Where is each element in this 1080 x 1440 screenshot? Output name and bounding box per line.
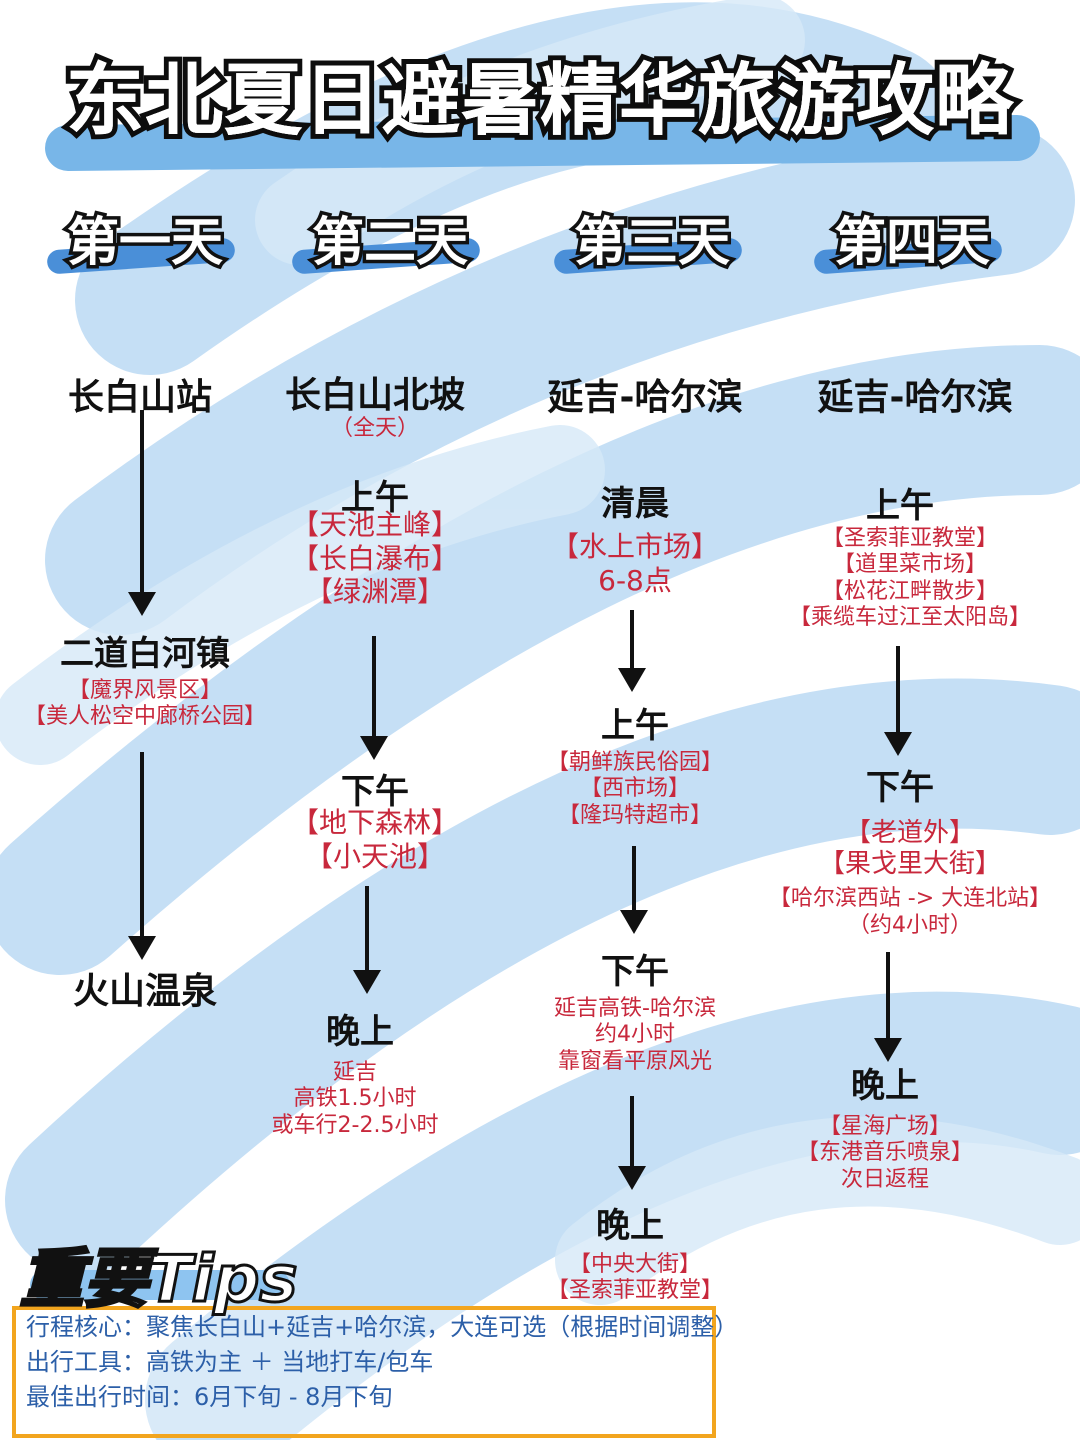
list-item: 【水上市场】 — [550, 530, 719, 563]
list-item: 延吉 — [332, 1060, 377, 1085]
list-item: 【长白瀑布】 — [290, 541, 459, 575]
day-4-heading: 第四天 第四天 — [813, 200, 1022, 280]
list-item: 【哈尔滨西站 -> 大连北站】 — [768, 886, 1052, 912]
page-title-fill: 东北夏日避暑精华旅游攻略 — [0, 38, 1080, 150]
list-item: 【松花江畔散步】 — [821, 578, 998, 604]
list-item: 【星海广场】 — [818, 1114, 951, 1139]
day-2-morning-items: 【天池主峰】 【长白瀑布】 【绿渊潭】 — [270, 508, 480, 609]
day-2-outline: 第二天 — [308, 210, 471, 277]
arrow-down-icon — [360, 636, 388, 760]
arrow-down-icon — [874, 952, 902, 1062]
list-item: 【果戈里大街】 — [818, 849, 1001, 880]
list-item: 6-8点 — [598, 563, 672, 597]
list-item: 【小天池】 — [304, 839, 445, 873]
page-title: 东北夏日避暑精华旅游攻略 — [0, 38, 1080, 151]
day-4-morning: 上午 — [866, 486, 934, 526]
list-item: 靠窗看平原风光 — [557, 1048, 712, 1074]
arrow-down-icon — [884, 646, 912, 756]
tips-line-transport: 出行工具：高铁为主 ＋ 当地打车/包车 — [26, 1348, 434, 1376]
day-3-evening-items: 【中央大街】 【圣索菲亚教堂】 — [520, 1252, 750, 1305]
day-4-evening: 晚上 — [851, 1066, 919, 1106]
day-2-start: 长白山北坡 — [284, 375, 465, 416]
list-item: 【地下森林】 — [290, 806, 459, 839]
day-3-afternoon-items: 延吉高铁-哈尔滨 约4小时 靠窗看平原风光 — [520, 996, 750, 1075]
tips-line-core: 行程核心：聚焦长白山+延吉+哈尔滨，大连可选（根据时间调整） — [26, 1313, 739, 1341]
day-3-early-morning-items: 【水上市场】 6-8点 — [540, 530, 730, 597]
day-4-afternoon-items: 【老道外】 【果戈里大街】 【哈尔滨西站 -> 大连北站】 （约4小时） — [760, 818, 1060, 939]
day-1-start: 长白山站 — [67, 377, 212, 418]
day-3-outline: 第三天 — [570, 210, 733, 277]
day-4-outline: 第四天 — [830, 210, 993, 277]
page-title-outline: 东北夏日避暑精华旅游攻略 — [61, 51, 1018, 151]
arrow-down-icon — [353, 886, 381, 994]
list-item: 【圣索菲亚教堂】 — [821, 526, 998, 551]
day-1-stop-1-items: 【魔界风景区】 【美人松空中廊桥公园】 — [0, 678, 290, 731]
list-item: 【道里菜市场】 — [832, 552, 987, 578]
day-1-outline: 第一天 — [63, 210, 226, 277]
day-3-early-morning: 清晨 — [601, 484, 669, 524]
list-item: 或车行2-2.5小时 — [271, 1112, 439, 1138]
day-4-morning-items: 【圣索菲亚教堂】 【道里菜市场】 【松花江畔散步】 【乘缆车过江至太阳岛】 — [765, 526, 1055, 632]
day-3-start: 延吉-哈尔滨 — [547, 377, 743, 418]
day-2-evening: 晚上 — [326, 1012, 394, 1052]
day-2-start-note: （全天） — [330, 416, 419, 441]
list-item: 【朝鲜族民俗园】 — [546, 750, 723, 775]
list-item: 【天池主峰】 — [290, 508, 459, 541]
day-2-afternoon: 下午 — [341, 772, 409, 812]
day-4-evening-items: 【星海广场】 【东港音乐喷泉】 次日返程 — [775, 1114, 995, 1193]
arrow-down-icon — [128, 410, 156, 616]
day-1-stop-2-name: 火山温泉 — [72, 971, 217, 1012]
day-3-label: 第三天 — [573, 213, 730, 273]
tips-line-best-time: 最佳出行时间：6月下旬 - 8月下旬 — [26, 1383, 393, 1411]
tips-highlight — [30, 1270, 290, 1300]
tips-title: 重要Tips — [19, 1242, 299, 1319]
day-4-afternoon: 下午 — [866, 768, 934, 808]
list-item: 【隆玛特超市】 — [557, 802, 712, 828]
list-item: 【圣索菲亚教堂】 — [546, 1278, 723, 1304]
list-item: 【魔界风景区】 — [67, 678, 222, 703]
list-item: 次日返程 — [840, 1166, 929, 1192]
list-item: 【中央大街】 — [568, 1252, 701, 1277]
list-item: 【东港音乐喷泉】 — [796, 1140, 973, 1166]
arrow-down-icon — [618, 1096, 646, 1190]
day-2-evening-items: 延吉 高铁1.5小时 或车行2-2.5小时 — [240, 1060, 470, 1139]
arrow-down-icon — [128, 752, 156, 960]
day-4-start: 延吉-哈尔滨 — [817, 377, 1013, 418]
day-3-evening: 晚上 — [596, 1206, 664, 1246]
arrow-down-icon — [618, 610, 646, 692]
list-item: 【西市场】 — [579, 776, 690, 802]
tips-box: 行程核心：聚焦长白山+延吉+哈尔滨，大连可选（根据时间调整） 出行工具：高铁为主… — [12, 1306, 739, 1438]
day-2-label: 第二天 — [311, 213, 468, 273]
day-1-stop-1-name: 二道白河镇 — [60, 634, 230, 674]
day-1-heading: 第一天 第一天 — [46, 200, 255, 280]
day-3-afternoon: 下午 — [601, 952, 669, 992]
page-title-text: 东北夏日避暑精华旅游攻略 — [65, 56, 1014, 146]
day-3-morning-items: 【朝鲜族民俗园】 【西市场】 【隆玛特超市】 — [520, 750, 750, 829]
title-banner: 东北夏日避暑精华旅游攻略 东北夏日避暑精华旅游攻略 — [0, 28, 1080, 172]
list-item: （约4小时） — [848, 912, 972, 938]
day-4-label: 第四天 — [833, 213, 990, 273]
arrow-down-icon — [620, 846, 648, 934]
list-item: 【美人松空中廊桥公园】 — [23, 704, 266, 730]
day-3-morning: 上午 — [601, 706, 669, 746]
list-item: 延吉高铁-哈尔滨 — [554, 996, 716, 1021]
day-2-morning: 上午 — [341, 478, 409, 518]
day-1-label: 第一天 — [66, 213, 223, 273]
day-3-heading: 第三天 第三天 — [553, 200, 762, 280]
list-item: 高铁1.5小时 — [293, 1086, 417, 1112]
list-item: 约4小时 — [595, 1022, 675, 1048]
day-2-heading: 第二天 第二天 — [291, 200, 500, 280]
list-item: 【绿渊潭】 — [304, 575, 445, 609]
list-item: 【乘缆车过江至太阳岛】 — [788, 605, 1031, 631]
day-2-afternoon-items: 【地下森林】 【小天池】 — [270, 806, 480, 873]
list-item: 【老道外】 — [844, 818, 975, 848]
